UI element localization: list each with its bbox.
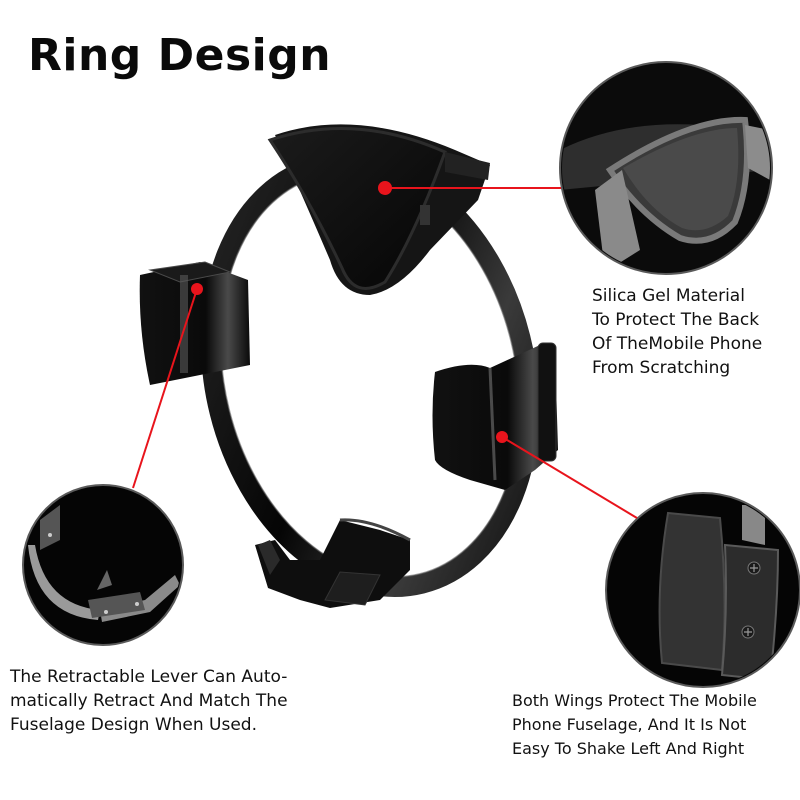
detail-circle-silica (559, 61, 773, 275)
caption-silica-gel: Silica Gel Material To Protect The Back … (592, 286, 763, 378)
retractable-lever-base (255, 518, 411, 608)
callout-dot-lever (191, 283, 203, 295)
right-wing (432, 342, 558, 490)
caption-retractable-lever: The Retractable Lever Can Auto- maticall… (10, 667, 288, 735)
silica-pad (267, 124, 490, 295)
callout-lines (132, 181, 638, 519)
detail-circle-wing (605, 492, 800, 688)
callout-dot-wing (496, 431, 508, 443)
detail-circle-lever (22, 484, 184, 646)
left-wing (139, 261, 250, 385)
caption-both-wings: Both Wings Protect The Mobile Phone Fuse… (512, 691, 757, 758)
callout-dot-silica (378, 181, 392, 195)
page-title: Ring Design (28, 30, 332, 81)
